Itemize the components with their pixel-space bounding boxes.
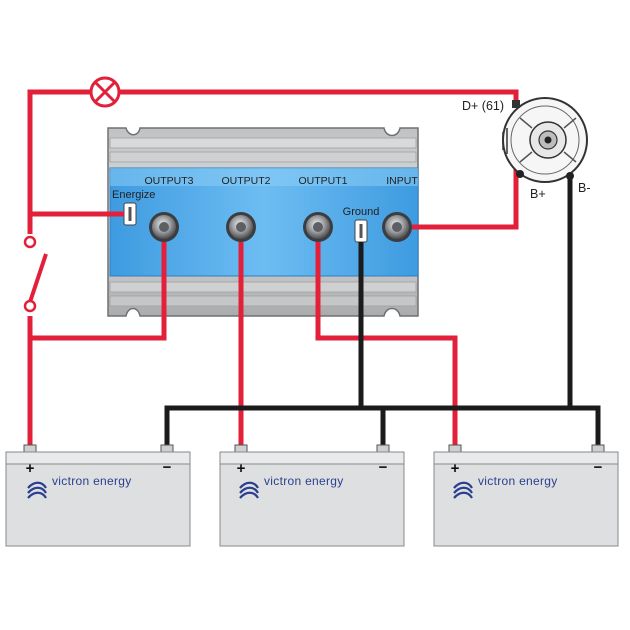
- battery-plus-sign: +: [237, 460, 246, 477]
- ignition-switch: [22, 234, 48, 316]
- battery-lid: [219, 451, 405, 465]
- ground-terminal-slot: [359, 224, 363, 238]
- battery-plus-sign: +: [26, 460, 35, 477]
- positive-wiring: [27, 89, 519, 452]
- terminal-output3: [149, 212, 179, 242]
- label-energize: Energize: [112, 189, 155, 201]
- label-input: INPUT: [386, 175, 418, 187]
- terminal-input: [382, 212, 412, 242]
- label-b-plus: B+: [530, 187, 546, 201]
- battery-2: + − victron energy: [219, 444, 405, 547]
- switch-contact-top: [23, 235, 37, 249]
- battery-minus-sign: −: [163, 459, 172, 476]
- switch-contact-bottom: [23, 299, 37, 313]
- victron-logo-icon: [239, 481, 259, 499]
- battery-brand: victron energy: [478, 474, 558, 488]
- victron-logo-icon: [453, 481, 473, 499]
- isolator-fin-top-2: [109, 151, 417, 163]
- battery-isolator: OUTPUT3 OUTPUT2 OUTPUT1 INPUT Energize G…: [107, 127, 419, 317]
- isolator-fin-bottom: [109, 281, 417, 293]
- label-ground: Ground: [343, 206, 380, 218]
- wire-output1-battery3: [315, 242, 458, 452]
- battery-1: + − victron energy: [5, 444, 191, 547]
- alternator-b-minus-terminal: [566, 172, 574, 180]
- battery-3: + − victron energy: [433, 444, 619, 547]
- isolator-face-highlight: [110, 168, 418, 186]
- energize-terminal-slot: [128, 207, 132, 221]
- battery-brand: victron energy: [52, 474, 132, 488]
- lamp-cross-icon: [93, 80, 117, 104]
- wire-input-to-alternator: [412, 168, 519, 230]
- isolator-fin-bottom-2: [109, 295, 417, 307]
- terminal-output2: [226, 212, 256, 242]
- battery-brand: victron energy: [264, 474, 344, 488]
- battery-lid: [433, 451, 619, 465]
- battery-minus-sign: −: [594, 459, 603, 476]
- wire-output3-battery1: [27, 242, 167, 452]
- label-output1: OUTPUT1: [298, 175, 347, 187]
- victron-logo-icon: [27, 481, 47, 499]
- label-output2: OUTPUT2: [221, 175, 270, 187]
- battery-minus-sign: −: [379, 459, 388, 476]
- isolator-fin-top: [109, 137, 417, 149]
- battery-case: [433, 463, 619, 547]
- switch-blade: [28, 253, 48, 303]
- terminal-output1: [303, 212, 333, 242]
- label-d-plus: D+ (61): [462, 99, 504, 113]
- alternator-b-plus-terminal: [516, 170, 524, 178]
- wire-lamp-loop: [27, 89, 519, 302]
- label-b-minus: B-: [578, 181, 591, 195]
- battery-case: [219, 463, 405, 547]
- battery-case: [5, 463, 191, 547]
- battery-plus-sign: +: [451, 460, 460, 477]
- warning-lamp: [89, 76, 121, 108]
- label-output3: OUTPUT3: [144, 175, 193, 187]
- alternator: D+ (61) B+ B-: [462, 97, 591, 201]
